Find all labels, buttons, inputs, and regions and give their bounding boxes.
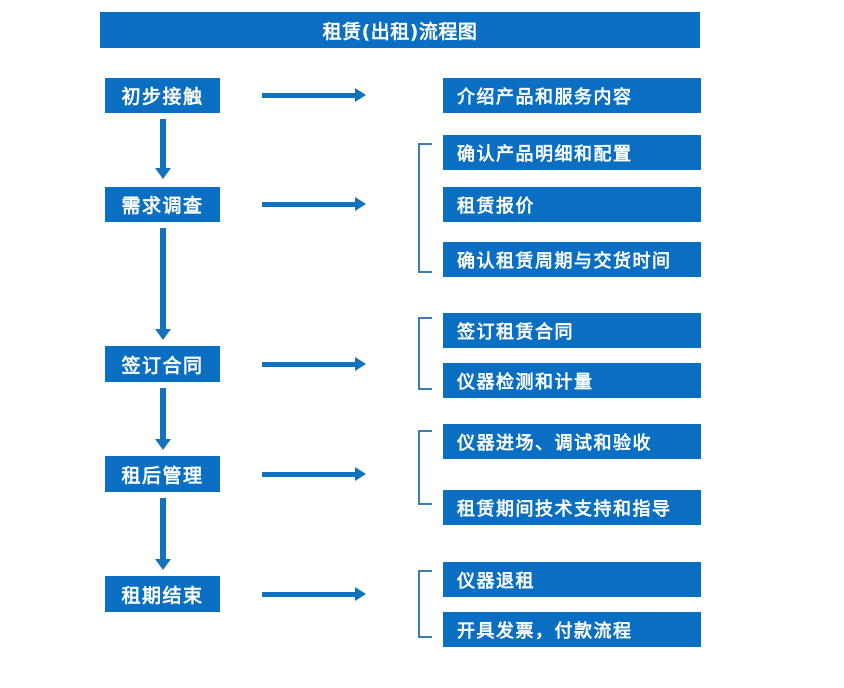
horizontal-arrow-4: [262, 467, 366, 481]
detail-box-instrument-inspection[interactable]: 仪器检测和计量: [443, 363, 701, 398]
horizontal-arrow-5: [262, 587, 366, 601]
vertical-arrow-3: [155, 388, 171, 450]
stage-box-needs-survey[interactable]: 需求调查: [105, 187, 220, 222]
stage-box-sign-contract[interactable]: 签订合同: [105, 346, 220, 382]
bracket-post-rental-group: [418, 430, 432, 505]
detail-box-introduce-products[interactable]: 介绍产品和服务内容: [443, 78, 701, 113]
stage-box-initial-contact[interactable]: 初步接触: [105, 78, 220, 113]
bracket-sign-contract-group: [418, 317, 432, 390]
vertical-arrow-2: [155, 228, 171, 340]
detail-box-instrument-return[interactable]: 仪器退租: [443, 562, 701, 597]
detail-box-instrument-installation[interactable]: 仪器进场、调试和验收: [443, 424, 701, 459]
detail-box-confirm-product-spec[interactable]: 确认产品明细和配置: [443, 135, 701, 170]
bracket-rental-end-group: [418, 570, 432, 638]
bracket-needs-survey-group: [418, 143, 432, 273]
detail-box-confirm-rental-period[interactable]: 确认租赁周期与交货时间: [443, 242, 701, 277]
stage-box-rental-end[interactable]: 租期结束: [105, 576, 220, 612]
detail-box-invoice-payment[interactable]: 开具发票，付款流程: [443, 612, 701, 647]
horizontal-arrow-2: [262, 197, 366, 211]
detail-box-sign-rental-contract[interactable]: 签订租赁合同: [443, 313, 701, 348]
detail-box-rental-quotation[interactable]: 租赁报价: [443, 187, 701, 222]
horizontal-arrow-1: [262, 88, 366, 102]
vertical-arrow-4: [155, 498, 171, 570]
horizontal-arrow-3: [262, 357, 366, 371]
vertical-arrow-1: [155, 119, 171, 179]
diagram-title: 租赁(出租)流程图: [100, 12, 700, 48]
detail-box-technical-support[interactable]: 租赁期间技术支持和指导: [443, 490, 701, 525]
stage-box-post-rental-management[interactable]: 租后管理: [105, 456, 220, 492]
